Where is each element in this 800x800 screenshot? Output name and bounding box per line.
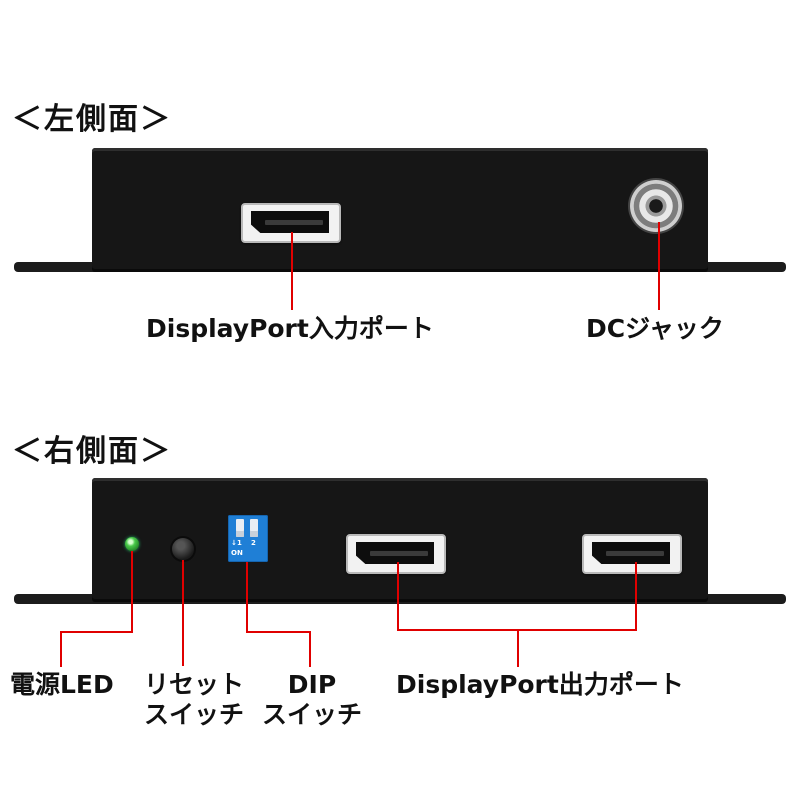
dc-jack-label: DCジャック: [586, 314, 724, 343]
dip-number-1: 1: [237, 539, 242, 547]
dip-switch-label-line1: DIP: [287, 670, 337, 699]
power-led-label: 電源LED: [10, 670, 114, 699]
dp-output-label: DisplayPort出力ポート: [396, 670, 684, 699]
dip-switch-icon: ↓ 1 2 ON: [228, 515, 268, 562]
right-side-heading: ＜右側面＞: [12, 434, 172, 469]
displayport-output-1-icon: [346, 534, 446, 574]
led-callout-line-v: [131, 551, 133, 633]
reset-switch-label-line1: リセット: [143, 670, 244, 699]
dp-input-callout-line: [291, 232, 293, 310]
dip-callout-line-drop: [309, 631, 311, 667]
dip-callout-line-v: [246, 562, 248, 633]
power-led-icon: [125, 537, 139, 551]
dip-callout-line-h: [246, 631, 311, 633]
dp-output-callout-line-drop: [517, 629, 519, 667]
displayport-output-2-icon: [582, 534, 682, 574]
left-device-panel: [92, 148, 708, 272]
dc-jack-icon: [630, 180, 682, 232]
reset-callout-line: [182, 560, 184, 666]
dc-jack-callout-line: [658, 222, 660, 310]
led-callout-line-drop: [60, 631, 62, 667]
reset-switch-label-line2: スイッチ: [143, 700, 244, 729]
dp-output-2-callout-line: [635, 562, 637, 631]
dip-number-2: 2: [251, 539, 256, 547]
reset-switch-label: リセット スイッチ: [142, 670, 246, 730]
reset-button-icon: [172, 538, 194, 560]
dip-on-marking: ON: [231, 549, 243, 557]
dip-switch-label-line2: スイッチ: [261, 700, 362, 729]
led-callout-line-h: [60, 631, 133, 633]
dip-switch-label: DIP スイッチ: [260, 670, 364, 730]
left-side-heading: ＜左側面＞: [12, 102, 172, 137]
dp-output-1-callout-line: [397, 562, 399, 631]
dp-input-label: DisplayPort入力ポート: [146, 314, 434, 343]
